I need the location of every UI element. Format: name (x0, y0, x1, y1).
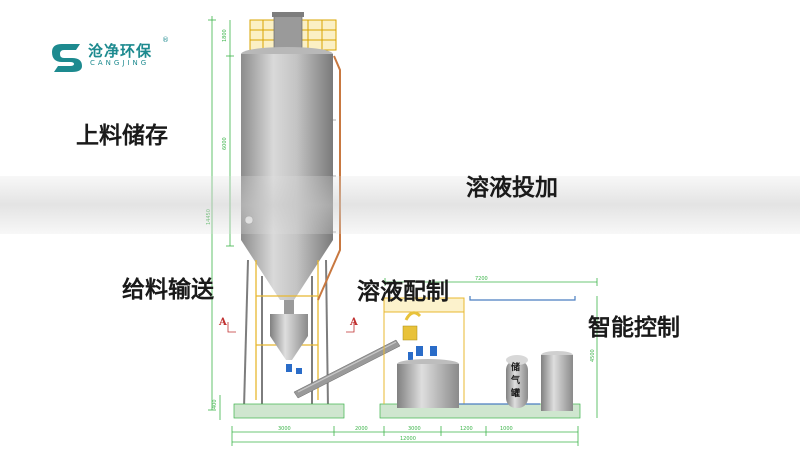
brand-name: 沧净环保 (88, 42, 153, 60)
mixer (402, 311, 422, 341)
preparation-tank (397, 359, 459, 408)
dust-collector-cap (272, 12, 304, 17)
registered-mark: ® (162, 36, 169, 44)
svg-text:7200: 7200 (475, 276, 488, 282)
svg-text:2000: 2000 (355, 426, 368, 432)
label-control: 智能控制 (588, 315, 680, 341)
highlight-band (0, 176, 800, 234)
dosing-pipe (459, 296, 576, 405)
svg-text:6000: 6000 (222, 137, 228, 150)
feed-hopper (270, 300, 308, 360)
svg-text:3000: 3000 (408, 426, 421, 432)
silo-ladder-frame (255, 260, 319, 400)
section-arrows (227, 322, 355, 333)
section-mark-left: A (219, 317, 227, 328)
svg-text:1000: 1000 (500, 426, 513, 432)
svg-text:12000: 12000 (400, 436, 416, 442)
feed-pipe (317, 55, 341, 301)
svg-text:4500: 4500 (590, 349, 596, 362)
brand-name-en: CANGJING (90, 59, 150, 67)
section-mark-right: A (350, 317, 358, 328)
label-feeding: 给料输送 (122, 277, 214, 303)
valves (286, 346, 437, 374)
svg-text:1200: 1200 (460, 426, 473, 432)
screw-conveyor (293, 339, 401, 399)
dimension-lines (208, 16, 598, 446)
svg-text:3000: 3000 (278, 426, 291, 432)
label-dosing: 溶液投加 (466, 175, 558, 201)
svg-text:1800: 1800 (222, 29, 228, 42)
storage-silo (241, 47, 336, 300)
prep-platform (383, 297, 465, 404)
air-tank (506, 355, 528, 408)
control-cabinet (541, 351, 573, 411)
watermark (272, 185, 278, 201)
svg-text:400: 400 (212, 399, 218, 409)
label-storage: 上料储存 (76, 123, 168, 149)
silo-foundation (233, 403, 345, 419)
air-tank-label: 储气罐 (511, 363, 521, 399)
company-logo (52, 44, 82, 72)
label-preparation: 溶液配制 (357, 279, 449, 305)
